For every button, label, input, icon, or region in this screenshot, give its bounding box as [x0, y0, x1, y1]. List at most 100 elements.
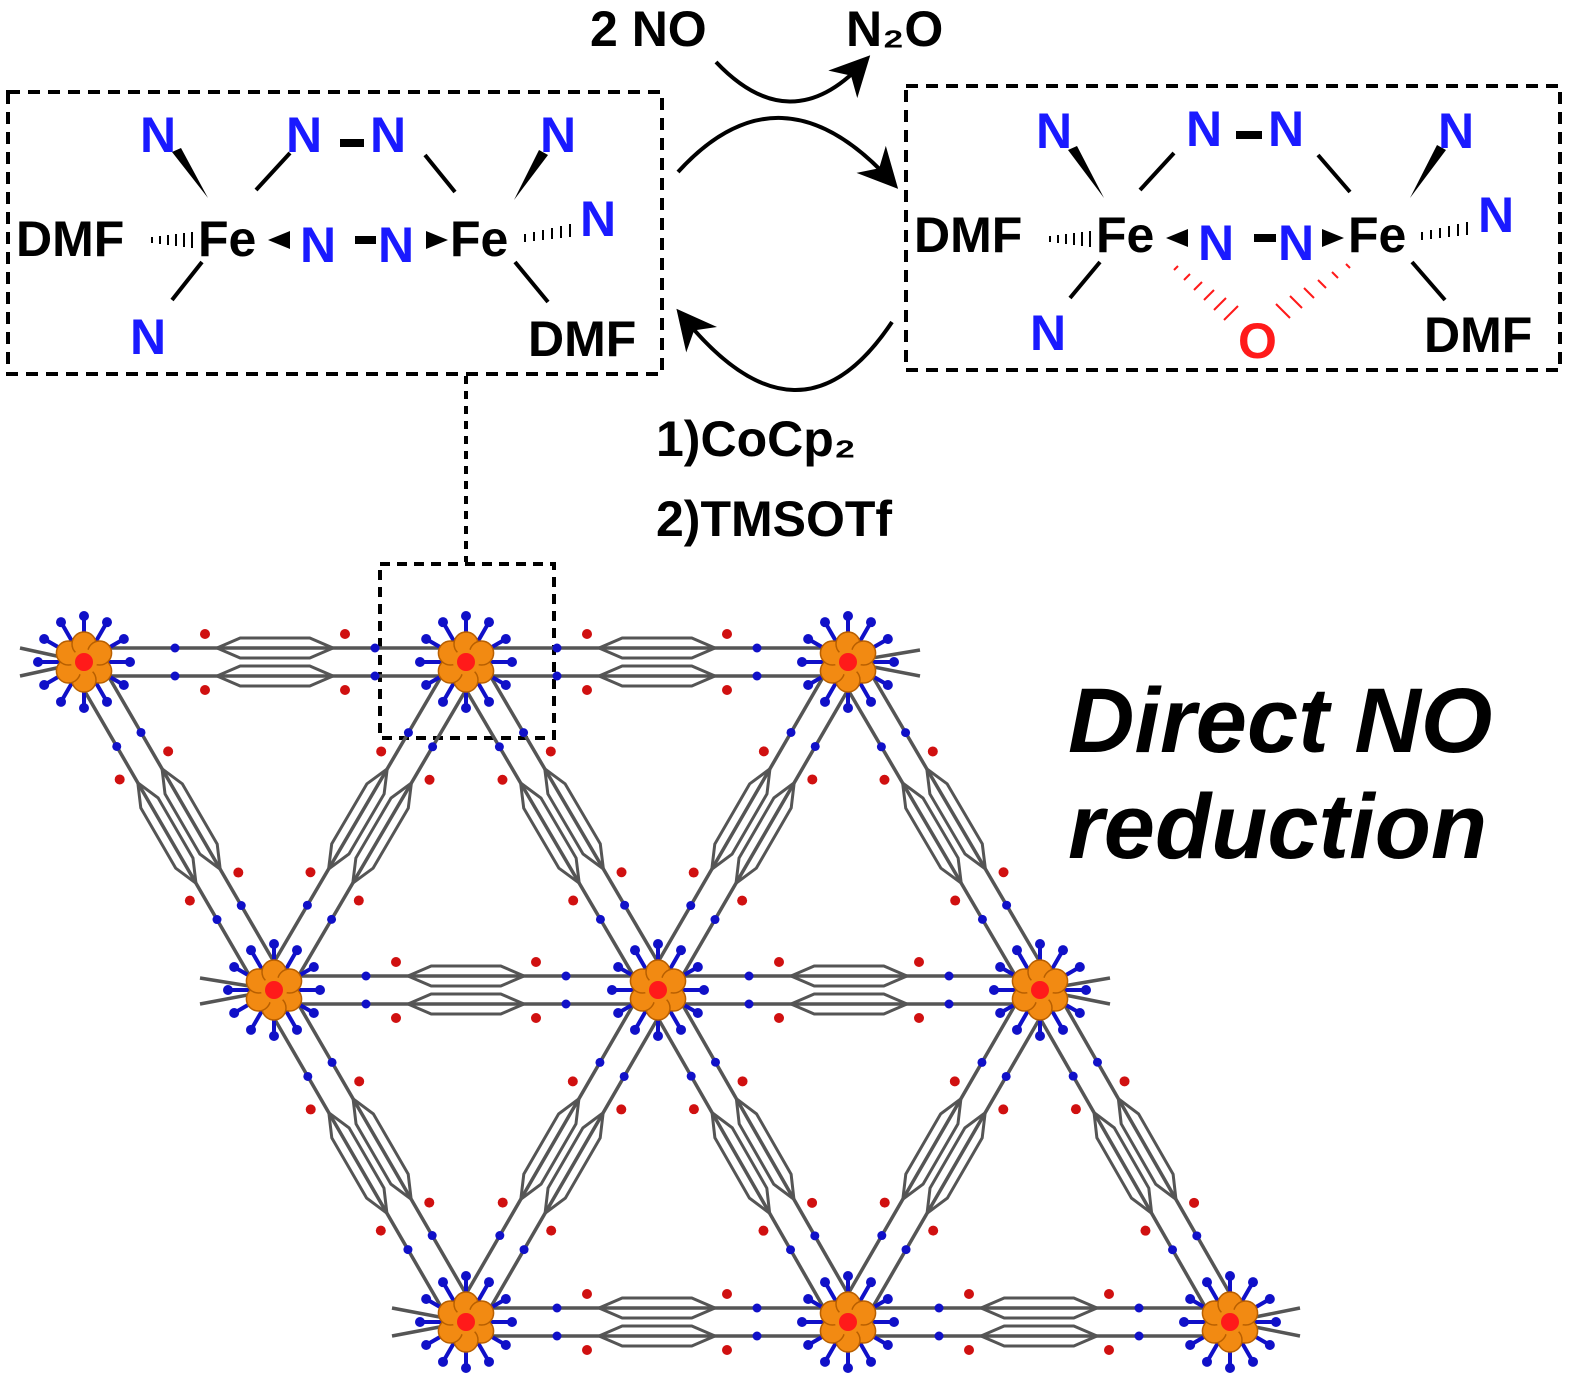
- left-n-top-left: N: [140, 107, 176, 163]
- linker-nitrogen-atom: [876, 742, 886, 752]
- linker-oxygen-atom: [531, 1013, 541, 1023]
- linker-nitrogen-atom: [552, 671, 562, 681]
- linker-ring: [925, 1109, 988, 1217]
- cluster-nitrogen-atom: [995, 1008, 1006, 1018]
- linker-nitrogen-atom: [519, 1245, 529, 1255]
- left-n-right: N: [580, 191, 616, 247]
- cluster-nitrogen-atom: [882, 634, 893, 644]
- left-n-top-right: N: [540, 107, 576, 163]
- linker-ring: [213, 664, 337, 688]
- cluster-nitrogen-atom: [500, 634, 511, 644]
- cluster-nitrogen-atom: [1179, 1317, 1189, 1327]
- left-n-bridge-top-b: N: [370, 107, 406, 163]
- cluster-nitrogen-atom: [866, 696, 876, 707]
- linker-ring: [542, 765, 606, 873]
- linker-ring: [595, 636, 719, 660]
- linker-nitrogen-atom: [552, 643, 562, 653]
- linker-oxygen-atom: [391, 957, 401, 967]
- cluster-nitrogen-atom: [882, 1340, 893, 1350]
- linker-nitrogen-atom: [595, 1057, 605, 1067]
- right-n-bridge-mid-a: N: [1198, 215, 1234, 271]
- linker-nitrogen-atom: [403, 1245, 413, 1255]
- reverse-step2-label: 2)TMSOTf: [656, 491, 892, 547]
- linker-ring: [1116, 1095, 1178, 1203]
- cluster-nitrogen-atom: [653, 939, 663, 949]
- linker-ring: [787, 992, 911, 1016]
- right-n-bridge-top-a: N: [1186, 101, 1222, 157]
- linker-nitrogen-atom: [1002, 900, 1012, 910]
- cluster-nitrogen-atom: [613, 1008, 624, 1018]
- linker-nitrogen-atom: [944, 971, 954, 981]
- linker-nitrogen-atom: [752, 643, 762, 653]
- cluster-nitrogen-atom: [1185, 1294, 1196, 1304]
- right-wedge-bond-top-left: [1068, 146, 1104, 198]
- linker-oxygen-atom: [914, 957, 924, 967]
- linker-oxygen-atom: [737, 895, 748, 906]
- linker-oxygen-atom: [950, 895, 961, 906]
- linker-nitrogen-atom: [561, 999, 571, 1009]
- cluster-nitrogen-atom: [438, 696, 448, 707]
- cluster-nitrogen-atom: [223, 985, 233, 995]
- cluster-nitrogen-atom: [39, 634, 50, 644]
- linker-nitrogen-atom: [361, 999, 371, 1009]
- cluster-nitrogen-atom: [500, 680, 511, 690]
- right-dmf-left: DMF: [914, 207, 1022, 263]
- linker-strut: [644, 996, 838, 1330]
- linker-oxygen-atom: [233, 867, 244, 878]
- cluster-nitrogen-atom: [1225, 1271, 1235, 1281]
- cluster-nitrogen-atom: [1264, 1294, 1275, 1304]
- cluster-oxo-core: [1221, 1313, 1239, 1331]
- linker-oxygen-atom: [1104, 1345, 1114, 1355]
- cluster-nitrogen-atom: [995, 962, 1006, 972]
- linker-oxygen-atom: [722, 1289, 732, 1299]
- linker-nitrogen-atom: [744, 971, 754, 981]
- linker-oxygen-atom: [616, 1104, 627, 1115]
- linker-oxygen-atom: [1119, 1076, 1130, 1087]
- cluster-oxo-core: [839, 653, 857, 671]
- right-complex-bonds: [1068, 131, 1447, 302]
- cluster-nitrogen-atom: [676, 945, 686, 956]
- right-n-top-right: N: [1438, 103, 1474, 159]
- linker-nitrogen-atom: [428, 742, 438, 752]
- linker-nitrogen-atom: [977, 1057, 987, 1067]
- linker-nitrogen-atom: [495, 1231, 505, 1241]
- linker-oxygen-atom: [497, 1197, 508, 1208]
- cluster-nitrogen-atom: [308, 962, 319, 972]
- linker-nitrogen-atom: [1134, 1303, 1144, 1313]
- cluster-nitrogen-atom: [889, 657, 899, 667]
- linker-oxygen-atom: [391, 1013, 401, 1023]
- left-arrowhead-fe-left: [268, 231, 290, 249]
- linker-nitrogen-atom: [1192, 1231, 1202, 1241]
- linker-oxygen-atom: [353, 895, 364, 906]
- cluster-nitrogen-atom: [866, 1356, 876, 1367]
- linker-oxygen-atom: [722, 1345, 732, 1355]
- linker-nitrogen-atom: [236, 901, 246, 911]
- linker-strut: [284, 668, 480, 998]
- linker-oxygen-atom: [200, 629, 210, 639]
- cluster-nitrogen-atom: [1035, 939, 1045, 949]
- linker-strut: [476, 654, 672, 984]
- linker-strut: [1026, 996, 1220, 1330]
- cluster-oxo-core: [75, 653, 93, 671]
- linker-ring: [709, 765, 772, 873]
- cluster-nitrogen-atom: [125, 657, 135, 667]
- linker-oxygen-atom: [375, 1225, 386, 1236]
- linker-ring: [135, 779, 198, 887]
- cluster-nitrogen-atom: [415, 1317, 425, 1327]
- linker-nitrogen-atom: [302, 900, 312, 910]
- cluster-nitrogen-atom: [56, 617, 66, 628]
- cluster-nitrogen-atom: [882, 1294, 893, 1304]
- right-n-right: N: [1478, 187, 1514, 243]
- linker-nitrogen-atom: [710, 915, 720, 925]
- cluster-nitrogen-atom: [308, 1008, 319, 1018]
- linker-strut: [284, 982, 480, 1316]
- linker-oxygen-atom: [163, 746, 174, 757]
- cluster-nitrogen-atom: [33, 657, 43, 667]
- right-oxo-hash-bonds: [1173, 263, 1351, 321]
- linker-oxygen-atom: [928, 1225, 939, 1236]
- linker-nitrogen-atom: [977, 914, 987, 924]
- linker-oxygen-atom: [927, 746, 938, 757]
- linker-oxygen-atom: [807, 774, 818, 785]
- linker-ring: [160, 765, 223, 873]
- linker-oxygen-atom: [531, 957, 541, 967]
